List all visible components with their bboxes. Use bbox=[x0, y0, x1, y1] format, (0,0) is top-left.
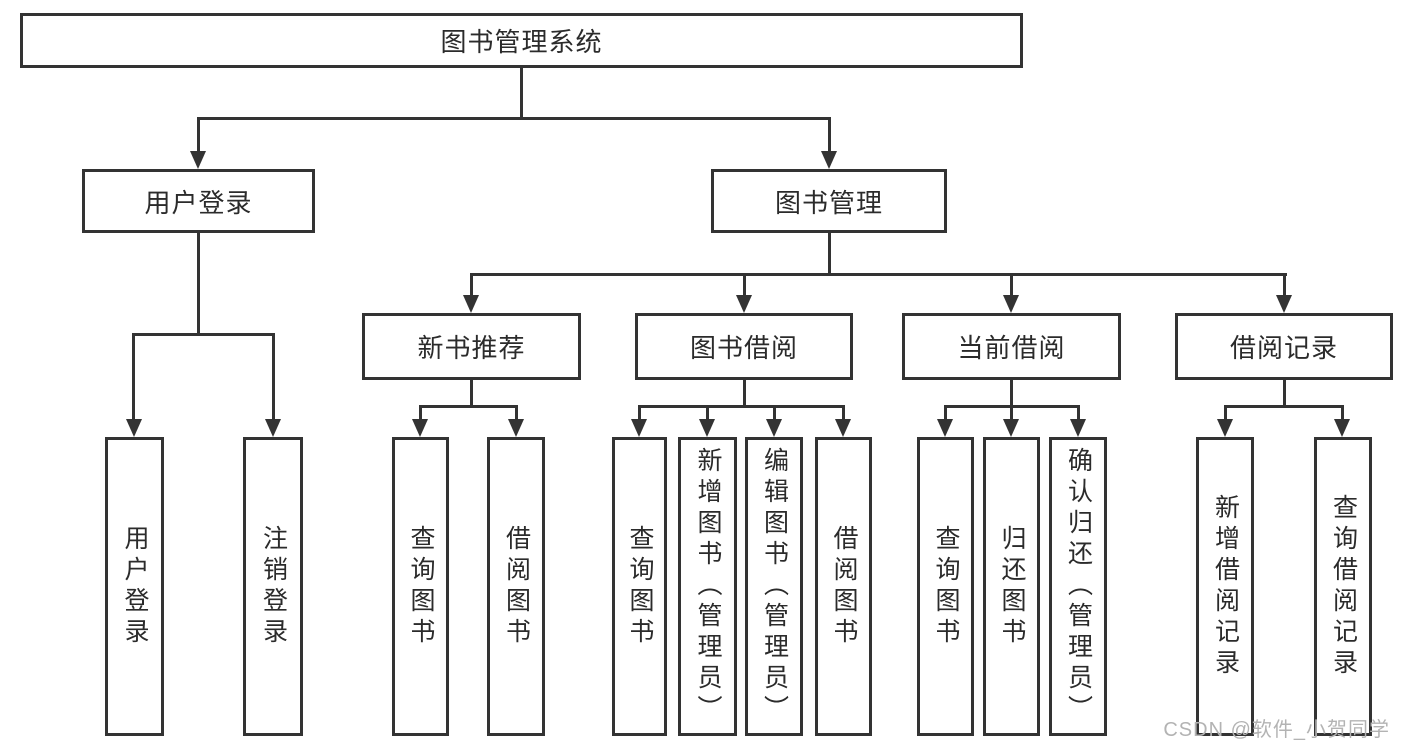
arrowhead-down-icon bbox=[821, 151, 837, 169]
node-label: 查询图书 bbox=[407, 524, 435, 649]
connector-line bbox=[1077, 405, 1080, 421]
node-label: 用户登录 bbox=[121, 524, 149, 649]
leaf-confirm-return-admin: 确认归还（管理员） bbox=[1049, 437, 1107, 736]
connector-line bbox=[419, 405, 422, 421]
connector-line bbox=[773, 405, 776, 421]
arrowhead-down-icon bbox=[736, 295, 752, 313]
connector-line bbox=[828, 233, 831, 276]
connector-line bbox=[197, 117, 200, 153]
leaf-logout: 注销登录 bbox=[243, 437, 303, 736]
node-label: 图书借阅 bbox=[689, 333, 798, 363]
connector-line bbox=[842, 405, 845, 421]
arrowhead-down-icon bbox=[1003, 295, 1019, 313]
node-new-book-recommend: 新书推荐 bbox=[362, 313, 581, 380]
connector-line bbox=[743, 380, 746, 408]
arrowhead-down-icon bbox=[835, 419, 851, 437]
node-label: 当前借阅 bbox=[957, 333, 1066, 363]
connector-line bbox=[944, 405, 947, 421]
arrowhead-down-icon bbox=[412, 419, 428, 437]
leaf-query-books-current: 查询图书 bbox=[917, 437, 974, 736]
node-label: 编辑图书（管理员） bbox=[760, 447, 789, 726]
connector-line bbox=[470, 380, 473, 408]
connector-line bbox=[1010, 380, 1013, 408]
arrowhead-down-icon bbox=[265, 419, 281, 437]
node-book-management: 图书管理 bbox=[711, 169, 947, 233]
node-user-login: 用户登录 bbox=[82, 169, 315, 233]
arrowhead-down-icon bbox=[1003, 419, 1019, 437]
node-label: 借阅图书 bbox=[502, 524, 531, 649]
arrowhead-down-icon bbox=[1217, 419, 1233, 437]
node-label: 确认归还（管理员） bbox=[1064, 447, 1093, 726]
arrowhead-down-icon bbox=[699, 419, 715, 437]
node-label: 新增借阅记录 bbox=[1211, 493, 1240, 680]
connector-line bbox=[1341, 405, 1344, 421]
arrowhead-down-icon bbox=[1334, 419, 1350, 437]
connector-line bbox=[470, 273, 1287, 276]
leaf-user-login: 用户登录 bbox=[105, 437, 164, 736]
arrowhead-down-icon bbox=[766, 419, 782, 437]
node-label: 查询图书 bbox=[932, 524, 960, 649]
node-current-borrow: 当前借阅 bbox=[902, 313, 1121, 380]
arrowhead-down-icon bbox=[126, 419, 142, 437]
arrowhead-down-icon bbox=[1070, 419, 1086, 437]
connector-line bbox=[638, 405, 845, 408]
arrowhead-down-icon bbox=[463, 295, 479, 313]
arrowhead-down-icon bbox=[937, 419, 953, 437]
node-label: 借阅记录 bbox=[1229, 333, 1338, 363]
leaf-query-books-recommend: 查询图书 bbox=[392, 437, 449, 736]
arrowhead-down-icon bbox=[190, 151, 206, 169]
arrowhead-down-icon bbox=[1276, 295, 1292, 313]
connector-line bbox=[706, 405, 709, 421]
connector-line bbox=[515, 405, 518, 421]
leaf-borrow-books-recommend: 借阅图书 bbox=[487, 437, 545, 736]
connector-line bbox=[520, 68, 523, 118]
connector-line bbox=[1224, 405, 1344, 408]
node-label: 查询图书 bbox=[626, 524, 654, 649]
connector-line bbox=[272, 333, 275, 421]
connector-line bbox=[470, 273, 473, 297]
connector-line bbox=[1010, 405, 1013, 421]
node-label: 新书推荐 bbox=[417, 333, 526, 363]
node-root-system: 图书管理系统 bbox=[20, 13, 1023, 68]
node-label: 归还图书 bbox=[998, 524, 1026, 649]
connector-line bbox=[638, 405, 641, 421]
node-label: 借阅图书 bbox=[830, 524, 858, 649]
connector-line bbox=[132, 333, 274, 336]
arrowhead-down-icon bbox=[508, 419, 524, 437]
leaf-query-borrow-record: 查询借阅记录 bbox=[1314, 437, 1372, 736]
node-label: 新增图书（管理员） bbox=[694, 447, 722, 726]
connector-line bbox=[1010, 273, 1013, 297]
connector-line bbox=[1224, 405, 1227, 421]
leaf-query-books-borrow: 查询图书 bbox=[612, 437, 667, 736]
connector-line bbox=[1283, 273, 1286, 297]
node-label: 用户登录 bbox=[144, 187, 253, 218]
leaf-return-books: 归还图书 bbox=[983, 437, 1040, 736]
arrowhead-down-icon bbox=[631, 419, 647, 437]
node-label: 图书管理系统 bbox=[440, 27, 603, 57]
connector-line bbox=[419, 405, 518, 408]
node-book-borrow: 图书借阅 bbox=[635, 313, 853, 380]
node-label: 图书管理 bbox=[774, 187, 883, 218]
connector-line bbox=[828, 117, 831, 153]
leaf-add-borrow-record: 新增借阅记录 bbox=[1196, 437, 1254, 736]
connector-line bbox=[197, 233, 200, 336]
node-label: 注销登录 bbox=[259, 524, 288, 649]
leaf-edit-books-admin: 编辑图书（管理员） bbox=[745, 437, 803, 736]
csdn-watermark: CSDN @软件_小贺同学 bbox=[1163, 719, 1390, 741]
connector-line bbox=[132, 333, 135, 421]
node-borrow-records: 借阅记录 bbox=[1175, 313, 1393, 380]
connector-line bbox=[1283, 380, 1286, 408]
leaf-borrow-books: 借阅图书 bbox=[815, 437, 872, 736]
connector-line bbox=[743, 273, 746, 297]
leaf-add-books-admin: 新增图书（管理员） bbox=[678, 437, 737, 736]
node-label: 查询借阅记录 bbox=[1329, 493, 1358, 680]
connector-line bbox=[197, 117, 831, 120]
